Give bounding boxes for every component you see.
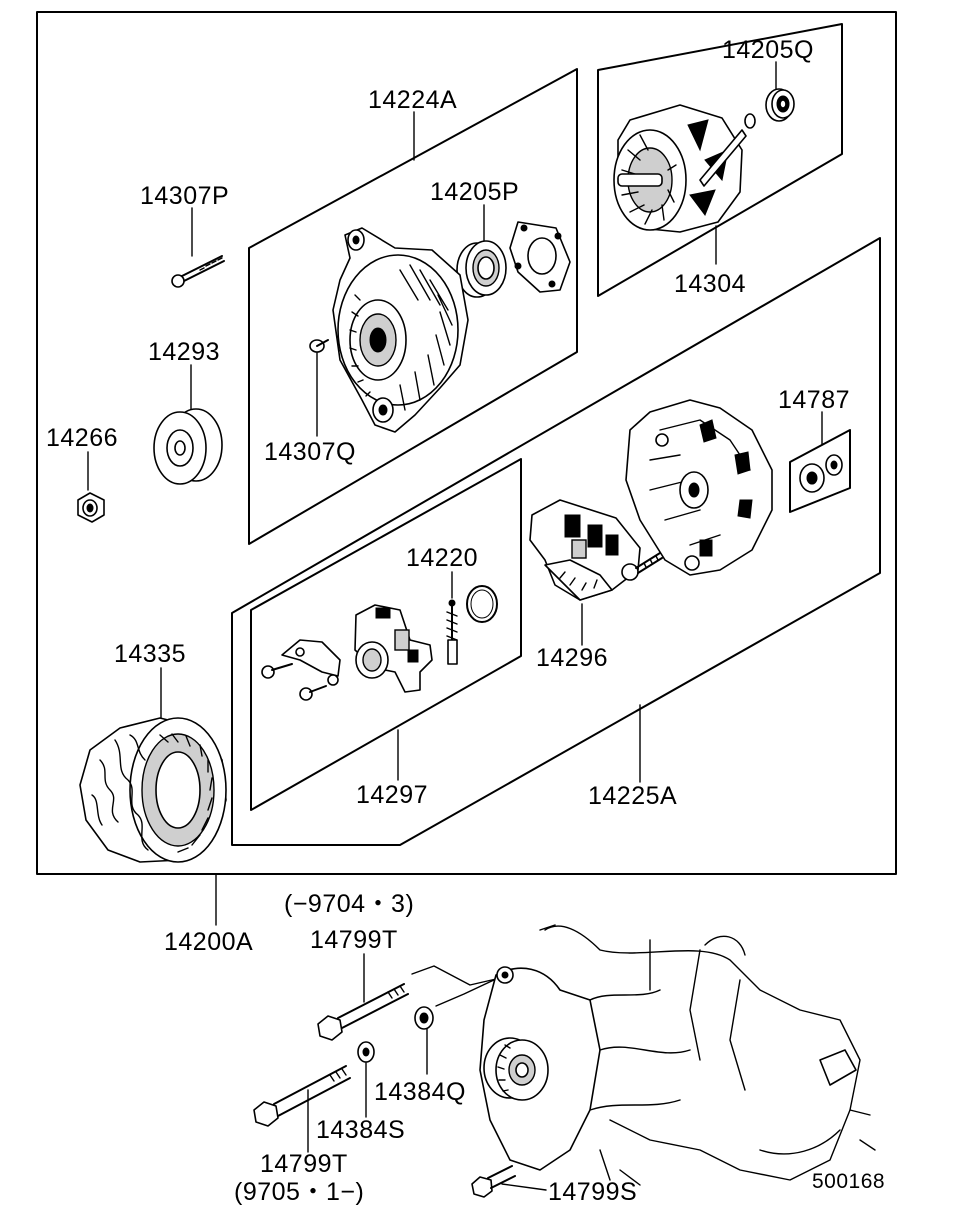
label-14200A: 14200A [164, 928, 253, 956]
bolt-14799T-upper [317, 983, 409, 1041]
rear-bearing-14205Q [744, 88, 795, 129]
label-14799T-lower: 14799T [260, 1150, 348, 1178]
mounted-alternator-engine [479, 924, 876, 1186]
pulley-nut-14266 [77, 492, 105, 523]
through-bolt-14307P [171, 255, 225, 288]
label-14266: 14266 [46, 424, 118, 452]
subassembly-frame-14224A [248, 68, 578, 545]
front-bracket-14224A [332, 227, 469, 433]
bolt-14799T-lower [253, 1065, 351, 1127]
label-14384Q: 14384Q [374, 1078, 466, 1106]
assembly-frame-14200A [36, 11, 897, 875]
snap-ring [466, 585, 498, 623]
label-14297: 14297 [356, 781, 428, 809]
label-14224A: 14224A [368, 86, 457, 114]
rotor-14304 [613, 104, 747, 233]
front-bearing-14205P [456, 240, 507, 298]
leader-lines [87, 61, 823, 1191]
pulley-14293 [153, 408, 223, 485]
label-14293: 14293 [148, 338, 220, 366]
bearing-retainer-plate [509, 221, 571, 293]
label-date-until: (−9704・3) [284, 890, 414, 918]
label-14220: 14220 [406, 544, 478, 572]
label-14304: 14304 [674, 270, 746, 298]
label-14799T-upper: 14799T [310, 926, 398, 954]
washer-14384S [357, 1041, 375, 1063]
label-14787: 14787 [778, 386, 850, 414]
label-14384S: 14384S [316, 1116, 405, 1144]
label-date-from: (9705・1−) [234, 1178, 364, 1206]
brush-14220 [446, 599, 458, 665]
catalog-number: 500168 [812, 1170, 885, 1193]
label-14205Q: 14205Q [722, 36, 814, 64]
subassembly-frame-14787 [789, 429, 851, 513]
label-14335: 14335 [114, 640, 186, 668]
label-14225A: 14225A [588, 782, 677, 810]
washer-14384Q [414, 1006, 434, 1030]
stator-14335 [79, 717, 227, 863]
screw-14307Q [309, 339, 329, 353]
subassembly-frame-14297 [250, 458, 522, 811]
rectifier-14296 [529, 499, 663, 601]
label-14307Q: 14307Q [264, 438, 356, 466]
label-14296: 14296 [536, 644, 608, 672]
label-14205P: 14205P [430, 178, 519, 206]
rear-bracket [625, 399, 773, 576]
bushing-14787 [799, 454, 843, 493]
subassembly-frame-14304 [597, 23, 843, 297]
bolt-14799S [471, 1165, 516, 1198]
label-14307P: 14307P [140, 182, 229, 210]
regulator-14297 [261, 604, 433, 701]
label-14799S: 14799S [548, 1178, 637, 1206]
